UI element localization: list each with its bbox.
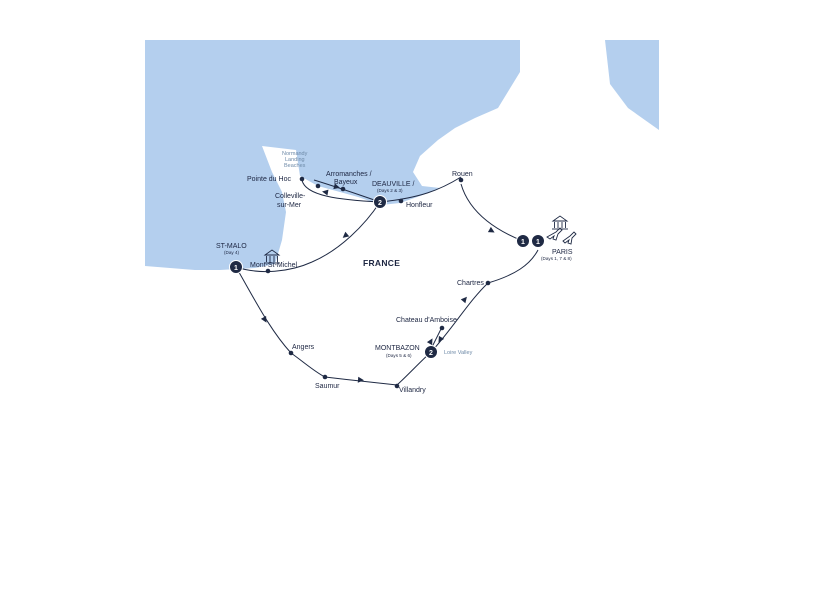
dot-villandry [394, 383, 400, 389]
label-colleville: Colleville- [275, 193, 306, 200]
label-angers: Angers [292, 344, 315, 351]
svg-text:2: 2 [429, 350, 433, 357]
route-msm-stmalo [235, 261, 313, 272]
route-paris-rouen [460, 183, 524, 242]
unesco-building-icon [263, 249, 281, 264]
plane-icon [546, 227, 577, 245]
label-montbazon: MONTBAZON [375, 345, 420, 352]
label-paris: PARIS [552, 249, 573, 256]
label-chateau-amboise: Chateau d'Amboise [396, 317, 457, 324]
badge-paris-a: 1 [516, 234, 530, 248]
badge-paris-b: 1 [531, 234, 545, 248]
label-st-malo-days: (Day 4) [224, 250, 240, 255]
label-normandy: Normandy [282, 151, 308, 157]
dot-mont-st-michel [265, 268, 271, 274]
label-chartres: Chartres [457, 280, 484, 287]
label-bayeux: Bayeux [334, 179, 358, 186]
badge-montbazon: 2 [424, 345, 438, 359]
label-rouen: Rouen [452, 171, 473, 178]
label-saumur: Saumur [315, 383, 340, 390]
route-stmalo-angers [235, 266, 292, 354]
dot-chartres [485, 280, 491, 286]
dot-bayeux [340, 186, 346, 192]
route-saumur-villandry [324, 376, 398, 386]
label-mont-st-michel: Mont-St-Michel [250, 262, 298, 269]
label-honfleur: Honfleur [406, 202, 433, 209]
label-landing: Landing [285, 157, 305, 163]
dot-arromanches [315, 183, 321, 189]
dot-saumur [322, 374, 328, 380]
svg-text:1: 1 [536, 239, 540, 246]
route-beaches-return [301, 179, 381, 203]
label-loire-valley: Loire Valley [444, 350, 473, 356]
dot-amboise [439, 325, 445, 331]
route-arrows [260, 183, 495, 383]
label-beaches: Beaches [284, 163, 306, 169]
label-deauville-days: (Days 2 & 3) [377, 188, 403, 193]
stop-dots [265, 176, 491, 389]
svg-text:2: 2 [378, 200, 382, 207]
badge-st-malo: 1 [229, 260, 243, 274]
label-montbazon-days: (Days 5 & 6) [386, 353, 412, 358]
route-rouen-deauville [379, 176, 462, 203]
dot-rouen [458, 177, 464, 183]
label-paris-days: (Days 1, 7 & 8) [541, 256, 572, 261]
svg-text:1: 1 [521, 239, 525, 246]
label-deauville: DEAUVILLE / [372, 181, 414, 188]
svg-text:1: 1 [234, 265, 238, 272]
label-arromanches: Arromanches / [326, 171, 372, 178]
label-sur-mer: sur-Mer [277, 202, 302, 209]
label-villandry: Villandry [399, 387, 426, 394]
route-deauville-stmalo [311, 201, 381, 263]
region-label-france: FRANCE [363, 258, 400, 268]
dot-honfleur [398, 198, 404, 204]
paris-building-icon [551, 215, 569, 230]
badge-deauville: 2 [373, 195, 387, 209]
route-chartres-paris [487, 249, 539, 284]
route-angers-saumur [290, 352, 326, 378]
dot-pointe-du-hoc [299, 176, 305, 182]
route-montbazon-chartres [432, 282, 489, 351]
land-france [145, 40, 659, 555]
dot-angers [288, 350, 294, 356]
label-pointe-du-hoc: Pointe du Hoc [247, 176, 291, 183]
label-st-malo: ST-MALO [216, 243, 247, 250]
